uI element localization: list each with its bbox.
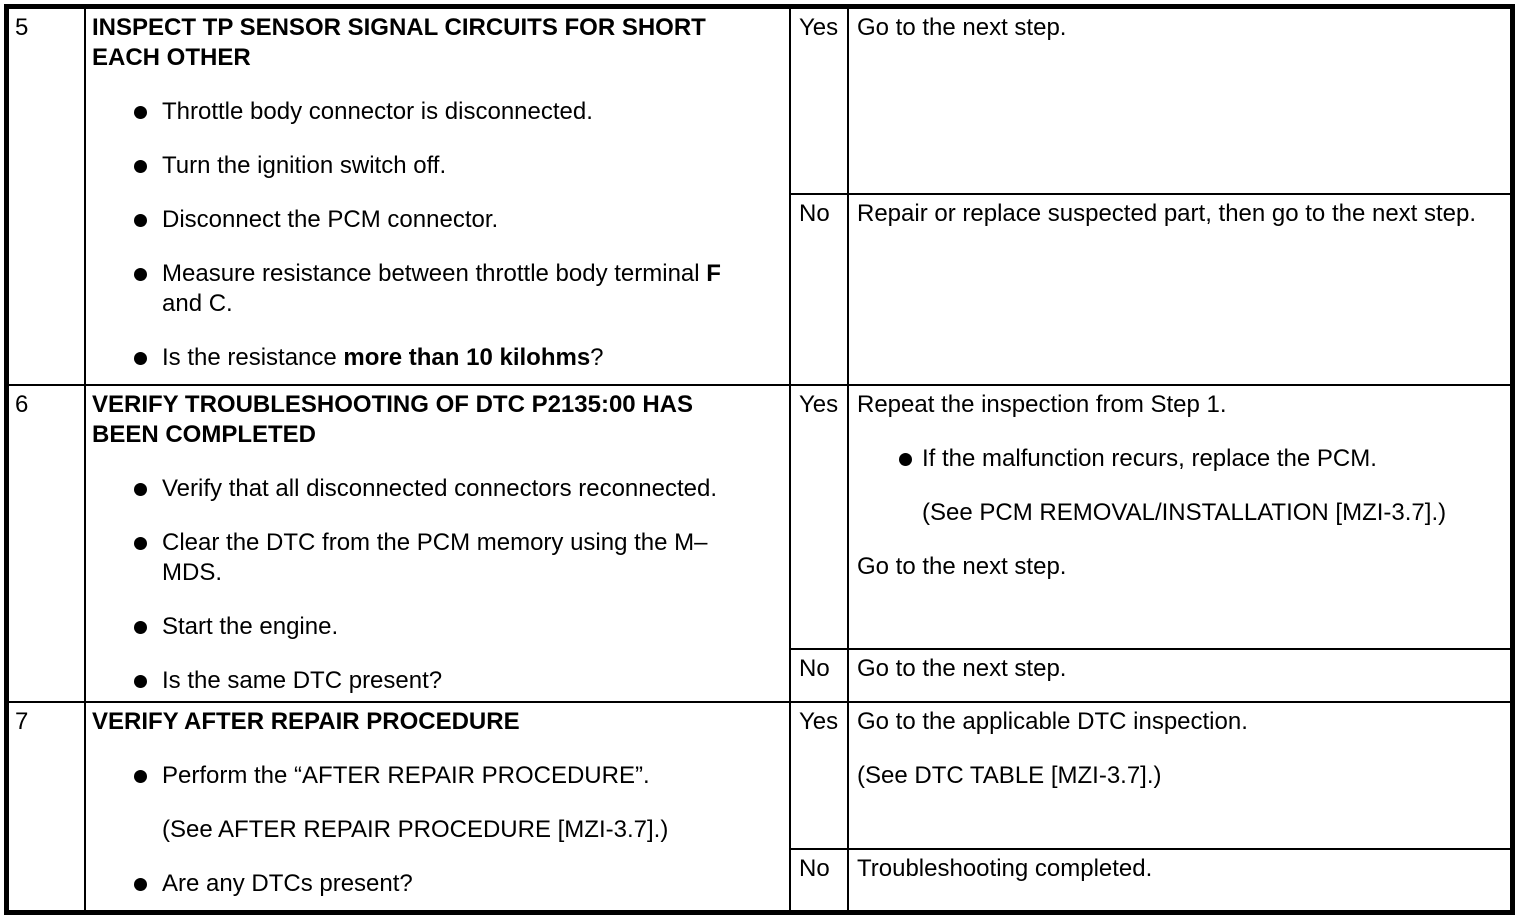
yes-subrow: Yes Repeat the inspection from Step 1. I… (791, 386, 1510, 648)
step-number: 5 (15, 14, 29, 41)
bullet-icon (134, 268, 147, 281)
bullet-item: Is the resistance more than 10 kilohms? (92, 343, 789, 373)
bullet-text: Are any DTCs present? (162, 870, 413, 897)
table-row-step-6: 6 VERIFY TROUBLESHOOTING OF DTC P2135:00… (9, 384, 1510, 701)
bullet-item: Perform the “AFTER REPAIR PROCEDURE”. (92, 761, 789, 791)
bullet-text: Disconnect the PCM connector. (162, 206, 499, 233)
troubleshooting-table: 5 INSPECT TP SENSOR SIGNAL CIRCUITS FOR … (4, 4, 1515, 915)
step-number: 7 (15, 708, 29, 735)
bullet-icon (134, 160, 147, 173)
action-title: VERIFY TROUBLESHOOTING OF DTC P2135:00 H… (92, 391, 693, 448)
decision-column: Yes Repeat the inspection from Step 1. I… (789, 386, 1510, 701)
bullet-item: Disconnect the PCM connector. (92, 205, 789, 235)
no-label: No (799, 855, 830, 882)
no-subrow: No Go to the next step. (791, 648, 1510, 701)
action-cell: VERIFY AFTER REPAIR PROCEDURE Perform th… (84, 703, 789, 910)
yes-result-cell: Go to the applicable DTC inspection. (Se… (847, 703, 1510, 848)
bullet-text: Is the resistance more than 10 kilohms? (162, 344, 604, 371)
reference-text: (See AFTER REPAIR PROCEDURE [MZI-3.7].) (162, 816, 669, 843)
bullet-item: If the malfunction recurs, replace the P… (857, 444, 1502, 474)
table-row-step-7: 7 VERIFY AFTER REPAIR PROCEDURE Perform … (9, 701, 1510, 910)
no-subrow: No Troubleshooting completed. (791, 848, 1510, 910)
bullet-icon (134, 106, 147, 119)
bullet-text: Is the same DTC present? (162, 667, 443, 694)
result-text: Go to the next step. (857, 655, 1067, 682)
table-row-step-5: 5 INSPECT TP SENSOR SIGNAL CIRCUITS FOR … (9, 9, 1510, 384)
bullet-text: Turn the ignition switch off. (162, 152, 447, 179)
bullet-text: Measure resistance between throttle body… (162, 260, 721, 317)
action-title: INSPECT TP SENSOR SIGNAL CIRCUITS FOR SH… (92, 14, 706, 71)
result-text: Go to the next step. (857, 14, 1067, 41)
step-number-cell: 5 (9, 9, 84, 384)
bullet-icon (134, 675, 147, 688)
result-text: Go to the next step. (857, 553, 1067, 580)
yes-subrow: Yes Go to the applicable DTC inspection.… (791, 703, 1510, 848)
no-label: No (799, 655, 830, 682)
yes-label: Yes (799, 708, 839, 735)
reference-text: (See DTC TABLE [MZI-3.7].) (857, 762, 1162, 789)
decision-column: Yes Go to the next step. No Repair or re… (789, 9, 1510, 384)
bullet-text: Verify that all disconnected connectors … (162, 475, 717, 502)
yes-result-cell: Go to the next step. (847, 9, 1510, 193)
bullet-icon (134, 352, 147, 365)
bullet-icon (134, 483, 147, 496)
result-text: Repair or replace suspected part, then g… (857, 200, 1477, 227)
no-result-cell: Repair or replace suspected part, then g… (847, 195, 1510, 384)
step-number: 6 (15, 391, 29, 418)
step-number-cell: 7 (9, 703, 84, 910)
no-result-cell: Troubleshooting completed. (847, 850, 1510, 910)
no-subrow: No Repair or replace suspected part, the… (791, 193, 1510, 384)
bullet-icon (134, 878, 147, 891)
bullet-icon (134, 770, 147, 783)
bullet-item: Throttle body connector is disconnected. (92, 97, 789, 127)
action-cell: INSPECT TP SENSOR SIGNAL CIRCUITS FOR SH… (84, 9, 789, 384)
bullet-item: Are any DTCs present? (92, 869, 789, 899)
yes-label: Yes (799, 14, 839, 41)
result-text: Troubleshooting completed. (857, 855, 1153, 882)
bullet-item: Clear the DTC from the PCM memory using … (92, 528, 789, 588)
decision-column: Yes Go to the applicable DTC inspection.… (789, 703, 1510, 910)
no-label: No (799, 200, 830, 227)
bullet-item: Is the same DTC present? (92, 666, 789, 696)
bullet-text: Start the engine. (162, 613, 339, 640)
bullet-text: Perform the “AFTER REPAIR PROCEDURE”. (162, 762, 650, 789)
bullet-text: If the malfunction recurs, replace the P… (922, 445, 1377, 472)
bullet-icon (899, 453, 912, 466)
action-title: VERIFY AFTER REPAIR PROCEDURE (92, 708, 520, 735)
bullet-item: Measure resistance between throttle body… (92, 259, 789, 319)
yes-result-cell: Repeat the inspection from Step 1. If th… (847, 386, 1510, 648)
bullet-item: Turn the ignition switch off. (92, 151, 789, 181)
no-result-cell: Go to the next step. (847, 650, 1510, 701)
yes-subrow: Yes Go to the next step. (791, 9, 1510, 193)
result-text: Go to the applicable DTC inspection. (857, 708, 1248, 735)
bullet-text: Throttle body connector is disconnected. (162, 98, 593, 125)
yes-label: Yes (799, 391, 839, 418)
reference-text: (See PCM REMOVAL/INSTALLATION [MZI-3.7].… (922, 499, 1447, 526)
bullet-icon (134, 621, 147, 634)
bullet-item: Start the engine. (92, 612, 789, 642)
action-cell: VERIFY TROUBLESHOOTING OF DTC P2135:00 H… (84, 386, 789, 701)
bullet-item: Verify that all disconnected connectors … (92, 474, 789, 504)
bullet-icon (134, 214, 147, 227)
bullet-icon (134, 537, 147, 550)
result-text: Repeat the inspection from Step 1. (857, 391, 1227, 418)
bullet-text: Clear the DTC from the PCM memory using … (162, 529, 708, 586)
step-number-cell: 6 (9, 386, 84, 701)
